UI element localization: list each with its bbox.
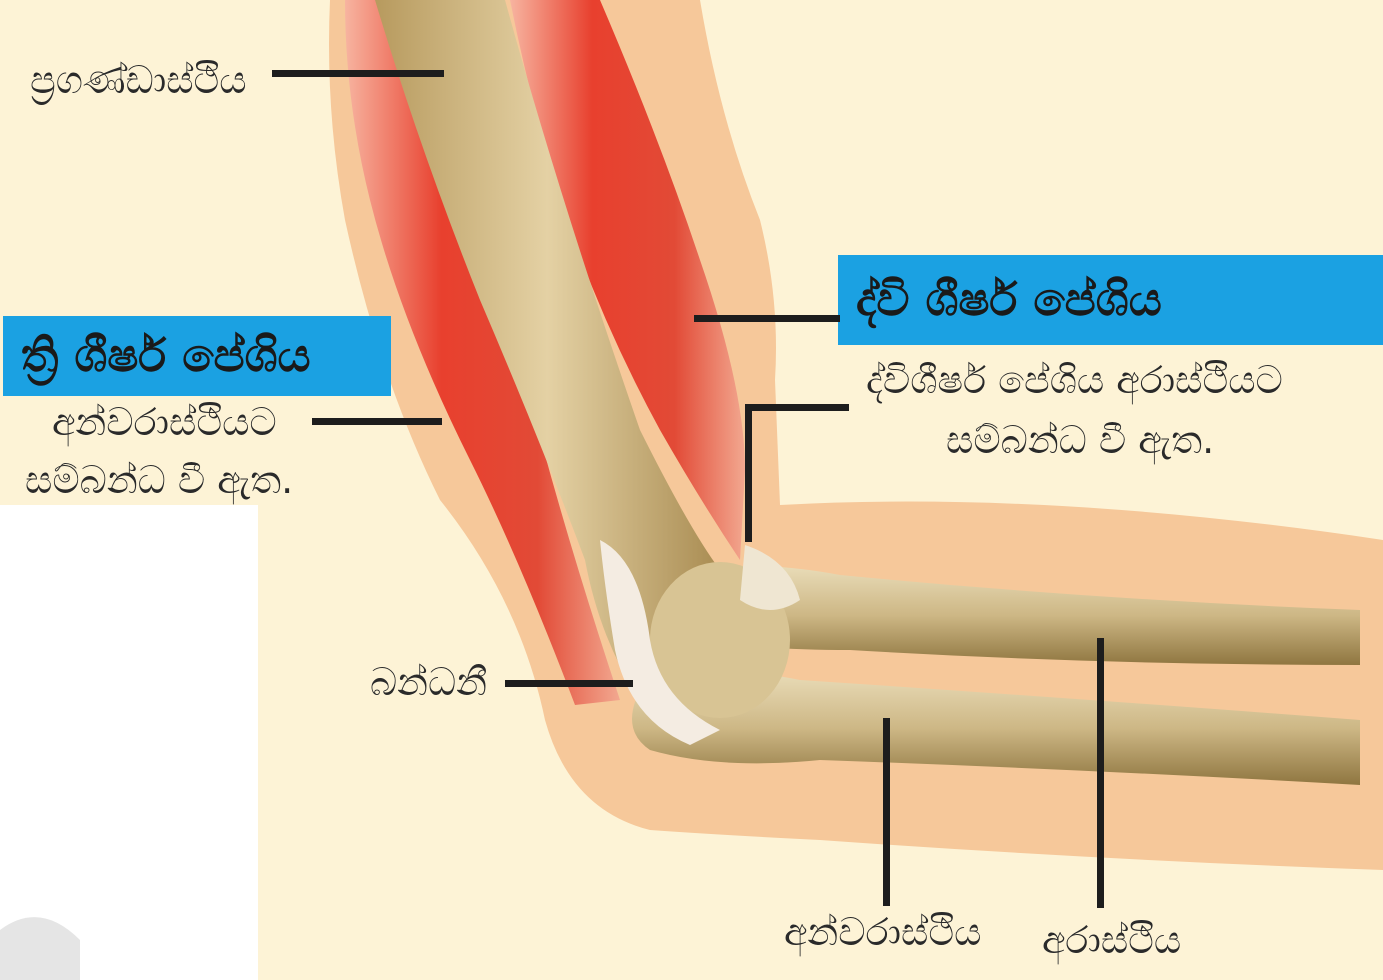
triceps-banner: ත්‍රි ශීර්ෂ පේශිය <box>3 316 391 396</box>
triceps-banner-text: ත්‍රි ශීර්ෂ පේශිය <box>21 328 311 384</box>
radius-leader-line <box>1097 638 1104 908</box>
biceps-note-line1: ද්විශීර්ෂ පේශිය අරාස්ථියට <box>866 358 1283 403</box>
humerus-leader-line <box>272 70 444 77</box>
biceps-note-leader-vertical <box>745 404 752 542</box>
white-margin <box>0 505 258 980</box>
radius-label: අරාස්ථිය <box>1042 918 1181 963</box>
biceps-banner: ද්වි ශීර්ෂ පේශිය <box>838 255 1383 345</box>
ligament-label: බන්ධනී <box>370 660 487 705</box>
biceps-note-leader-horizontal <box>745 404 849 411</box>
biceps-note-line2: සම්බන්ධ වී ඇත. <box>946 418 1214 463</box>
ligament-leader-line <box>505 680 633 687</box>
triceps-note-line1: අන්වරාස්ථියට <box>52 400 277 445</box>
ulna-leader-line <box>883 718 890 906</box>
humerus-label: ප්‍රගණ්ඩාස්ථිය <box>30 58 247 103</box>
ulna-label: අන්වරාස්ථිය <box>784 910 981 955</box>
biceps-leader-line <box>694 315 840 322</box>
triceps-note-line2: සම්බන්ධ වී ඇත. <box>25 458 293 503</box>
biceps-banner-text: ද්වි ශීර්ෂ පේශිය <box>856 272 1162 328</box>
triceps-leader-line <box>312 418 442 425</box>
